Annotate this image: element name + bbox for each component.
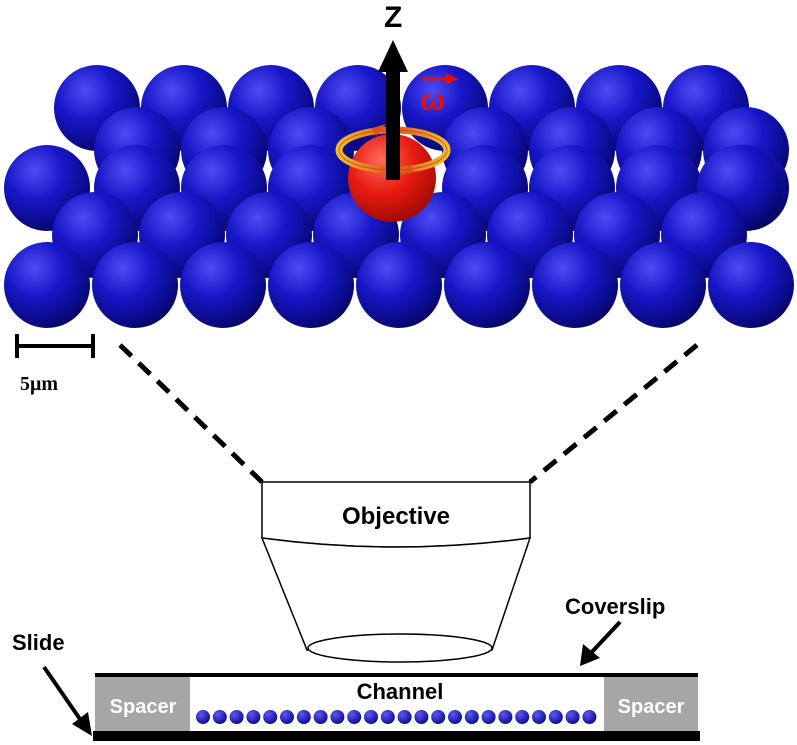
channel-particle bbox=[548, 710, 563, 724]
channel-particle bbox=[532, 710, 546, 724]
channel-particle bbox=[313, 710, 328, 724]
spacer-right-label: Spacer bbox=[618, 696, 685, 718]
channel-particle bbox=[414, 710, 429, 724]
particle bbox=[620, 242, 706, 328]
channel-particle bbox=[515, 710, 530, 724]
coverslip-pointer-arrow bbox=[580, 620, 622, 666]
z-axis-arrow bbox=[378, 40, 408, 180]
zoom-line-left bbox=[118, 343, 264, 484]
particle bbox=[444, 242, 530, 328]
particle bbox=[356, 242, 442, 328]
particle bbox=[532, 242, 618, 328]
particle bbox=[92, 242, 178, 328]
spacer-left bbox=[95, 676, 190, 732]
particle-layer-front bbox=[4, 242, 794, 328]
channel-particles bbox=[196, 710, 597, 724]
channel-particle bbox=[229, 710, 244, 724]
spacer-left-label: Spacer bbox=[110, 696, 177, 718]
channel-particle bbox=[498, 710, 513, 724]
channel-particle bbox=[347, 710, 362, 724]
particle bbox=[268, 242, 354, 328]
channel-particle bbox=[448, 710, 462, 724]
angular-velocity-label: ω bbox=[420, 84, 445, 117]
channel-particle bbox=[246, 710, 261, 724]
particle bbox=[180, 242, 266, 328]
channel-particle bbox=[364, 710, 378, 724]
channel-particle bbox=[196, 710, 210, 724]
slide-pointer-arrow bbox=[42, 665, 92, 736]
channel-particle bbox=[464, 710, 479, 724]
particle bbox=[708, 242, 794, 328]
slide bbox=[93, 731, 700, 741]
zoom-line-right bbox=[528, 343, 699, 484]
channel-particle bbox=[212, 710, 227, 724]
channel-label: Channel bbox=[357, 679, 444, 704]
scale-bar-label: 5μm bbox=[20, 373, 58, 395]
coverslip-label: Coverslip bbox=[565, 594, 665, 619]
spacer-right bbox=[604, 676, 698, 732]
channel-particle bbox=[582, 710, 597, 724]
channel-particle bbox=[380, 710, 395, 724]
z-axis-label: Z bbox=[384, 1, 402, 34]
slide-label: Slide bbox=[12, 630, 65, 655]
scale-bar bbox=[15, 334, 95, 358]
sample-chamber bbox=[93, 673, 700, 741]
channel-particle bbox=[280, 710, 294, 724]
channel-particle bbox=[263, 710, 278, 724]
angular-velocity-vector-icon bbox=[422, 73, 458, 85]
channel-particle bbox=[481, 710, 496, 724]
channel-particle bbox=[565, 710, 580, 724]
channel-particle bbox=[296, 710, 311, 724]
channel-particle bbox=[431, 710, 446, 724]
channel-particle bbox=[330, 710, 345, 724]
channel-particle bbox=[397, 710, 412, 724]
objective-lens bbox=[260, 481, 532, 663]
objective-label: Objective bbox=[342, 503, 450, 530]
particle bbox=[4, 242, 90, 328]
